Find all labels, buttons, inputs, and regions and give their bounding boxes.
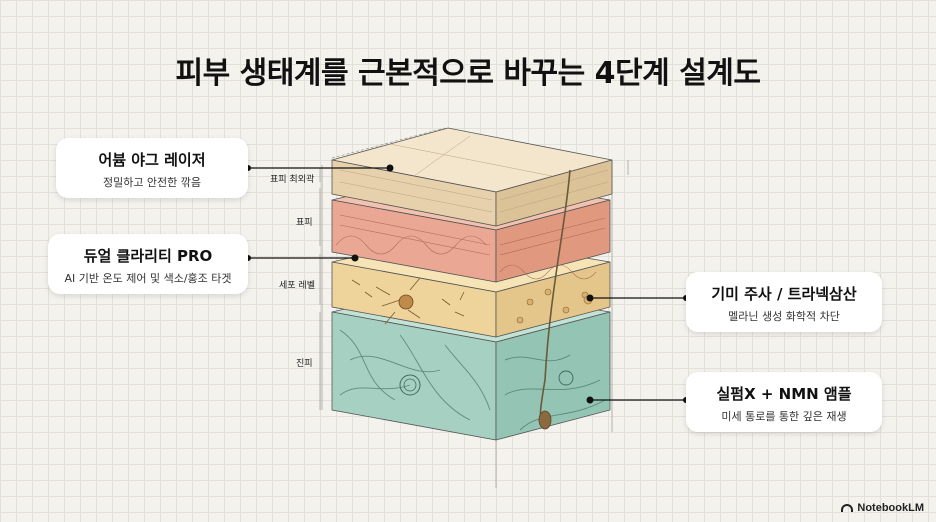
card-melasma-injection: 기미 주사 / 트라넥삼산 멜라닌 생성 화학적 차단 (686, 272, 882, 332)
layer-label-dermis: 진피 (296, 359, 313, 369)
card-subtitle: 멜라닌 생성 화학적 차단 (728, 310, 840, 323)
layer-label-cell-level: 세포 레벨 (279, 281, 315, 291)
card-subtitle: 정밀하고 안전한 깎음 (102, 176, 202, 189)
card-title: 기미 주사 / 트라넥삼산 (711, 285, 857, 303)
card-subtitle: 미세 통로를 통한 깊은 재생 (721, 410, 847, 423)
card-erbium-yag-laser: 어븀 야그 레이저 정밀하고 안전한 깎음 (56, 138, 248, 198)
construction-lines (319, 127, 629, 488)
leader-lines (248, 167, 686, 401)
top-layer (331, 127, 613, 227)
notebooklm-logo-icon (841, 504, 854, 512)
brand-watermark: NotebookLM (841, 502, 924, 514)
layer-label-outer-epidermis: 표피 최외곽 (270, 175, 315, 185)
card-title: 어븀 야그 레이저 (98, 151, 206, 169)
card-silfirm-nmn-ampoule: 실펌X + NMN 앰플 미세 통로를 통한 깊은 재생 (686, 372, 882, 432)
layer-label-epidermis: 표피 (296, 218, 313, 228)
card-title: 듀얼 클라리티 PRO (83, 247, 213, 265)
card-subtitle: AI 기반 온도 제어 및 색소/홍조 타겟 (64, 272, 232, 285)
page-title: 피부 생태계를 근본적으로 바꾸는 4단계 설계도 (175, 56, 762, 91)
card-dual-clarity-pro: 듀얼 클라리티 PRO AI 기반 온도 제어 및 색소/홍조 타겟 (48, 234, 248, 294)
card-title: 실펌X + NMN 앰플 (716, 385, 852, 403)
brand-label: NotebookLM (857, 502, 924, 514)
